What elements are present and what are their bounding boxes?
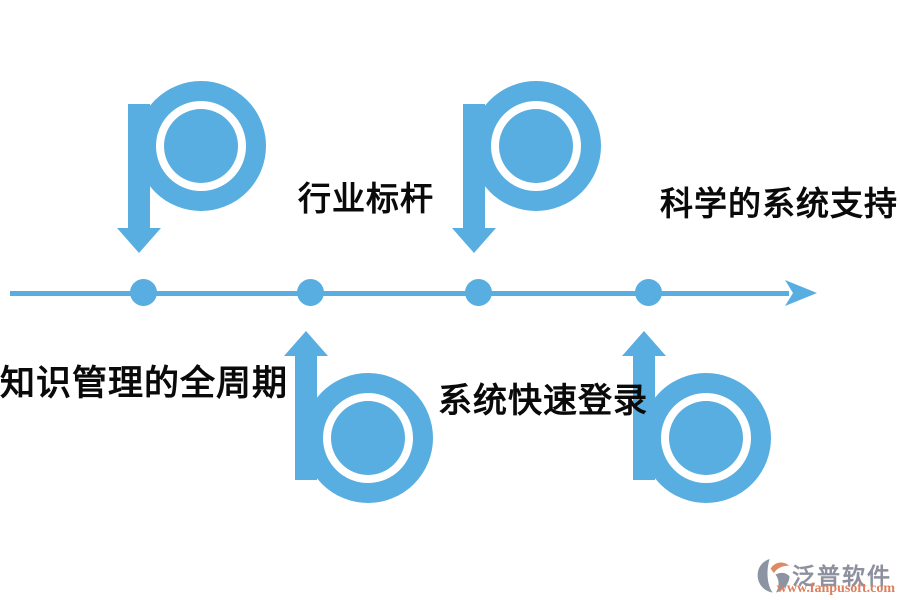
spiral-arrow-up-icon (284, 331, 433, 503)
brand-logo-icon (757, 558, 790, 593)
watermark: 泛普软件 www.fanpusoft.com (742, 555, 897, 599)
timeline-dot-2 (297, 279, 324, 306)
brand-url: www.fanpusoft.com (776, 581, 895, 596)
milestone-label-3: 系统快速登录 (438, 383, 648, 420)
milestone-label-4: 科学的系统支持 (660, 187, 898, 223)
timeline-arrowhead-icon (785, 280, 817, 306)
timeline-dot-4 (635, 279, 662, 306)
spiral-arrow-down-icon (452, 81, 601, 253)
timeline-dot-1 (130, 279, 157, 306)
milestone-label-2: 行业标杆 (298, 182, 434, 218)
timeline-line (10, 291, 789, 296)
spiral-arrow-down-icon (117, 81, 266, 253)
brand-name: 泛普软件 (792, 564, 892, 589)
milestone-label-1: 知识管理的全周期 (0, 364, 289, 403)
spiral-arrow-up-icon (622, 331, 771, 503)
timeline-dot-3 (465, 279, 492, 306)
